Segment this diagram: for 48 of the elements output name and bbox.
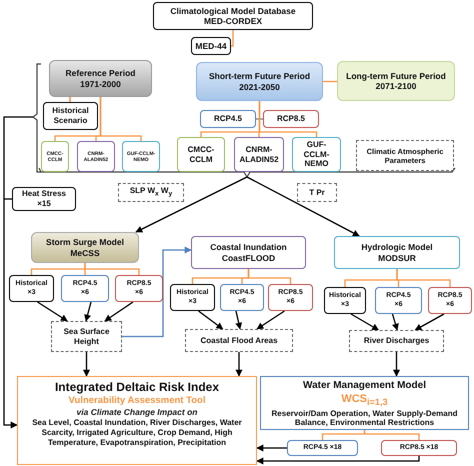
connector-line xyxy=(248,269,292,284)
heat-stress-box: Heat Stress ×15 xyxy=(12,187,76,211)
database-box: Climatological Model Database MED-CORDEX xyxy=(153,2,313,30)
connector-line xyxy=(231,30,234,47)
model-box: Hydrologic Model MODSUR xyxy=(334,236,460,269)
connector-line xyxy=(258,101,318,137)
output-box: Coastal Flood Areas xyxy=(185,329,293,352)
water-model-box: Water Management Model WCS$_{i=1,3}$ Reservoir/Dam Operation, Water Supply-Demand Balance, Environmental Restrictions xyxy=(260,376,469,430)
arrow xyxy=(256,310,285,330)
arrow xyxy=(236,352,242,377)
period-box: Long-term Future Period 2071-2100 xyxy=(337,61,455,101)
model-box: Storm Surge Model MeCSS xyxy=(31,232,139,263)
risk-index-box: Integrated Deltaic Risk Index Vulnerability Assessment Tool via Climate Change Impact on Sea Level, Coastal Inundation, River Discharges, Water Scarcity, Irrigated Agriculture, Crop Demand, High Temperature, Evapotranspiration, Precipitation xyxy=(17,376,257,465)
arrow xyxy=(256,444,287,452)
parameter-box: SLP W$_{x}$ W$_{y}$ xyxy=(118,183,184,202)
dataset-box: MED-44 xyxy=(191,37,231,55)
scenario-box: RCP4.5 xyxy=(200,110,256,128)
arrow xyxy=(235,310,242,330)
period-box: Reference Period 1971-2000 xyxy=(49,60,152,97)
arrow xyxy=(122,246,192,338)
arrow xyxy=(3,198,18,428)
connector-line xyxy=(396,269,451,287)
parameter-box: T Pr xyxy=(297,183,337,202)
connector-line xyxy=(364,430,420,440)
arrow xyxy=(83,352,90,377)
arrow xyxy=(135,176,248,233)
arrow xyxy=(104,301,134,322)
output-box: River Discharges xyxy=(349,330,444,352)
arrow xyxy=(198,310,224,330)
output-box: Sea Surface Height xyxy=(51,321,122,352)
connector-line xyxy=(84,263,140,275)
model-box: CMCC-CCLM xyxy=(177,137,225,172)
model-box: GUF-CCLM-NEMO xyxy=(292,137,341,172)
period-box: Short-term Future Period 2021-2050 xyxy=(196,62,323,101)
model-box: Coastal Inundation CoastFLOOD xyxy=(191,236,306,269)
arrow xyxy=(350,313,380,331)
scenario-box: Historical Scenario xyxy=(43,102,98,130)
arrow xyxy=(246,176,360,237)
arrow xyxy=(37,301,68,322)
connector-line xyxy=(100,97,142,141)
arrow xyxy=(84,302,92,322)
connector-line xyxy=(323,80,337,82)
arrow xyxy=(393,352,400,377)
arrow xyxy=(392,314,399,331)
scenario-box: RCP8.5 xyxy=(263,110,319,128)
arrow xyxy=(414,313,444,331)
arrow xyxy=(256,456,420,464)
model-box: CNRM-ALADIN52 xyxy=(234,137,284,172)
